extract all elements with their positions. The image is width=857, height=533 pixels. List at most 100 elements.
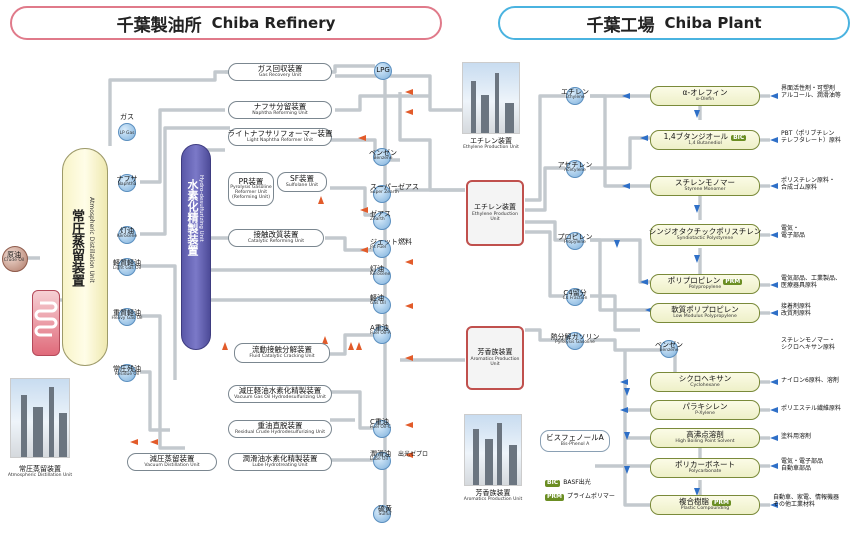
heavy-gas-oil-node: [118, 308, 136, 326]
atmospheric-distillation-tower: 常圧蒸留装置 Atmospheric Distillation Unit: [62, 148, 108, 366]
benzene-plant-node: [660, 340, 678, 358]
fuel-oil-c-node: [373, 420, 391, 438]
plant-header: 千葉工場 Chiba Plant: [498, 6, 850, 40]
lp-gas-node: [118, 123, 136, 141]
refinery-header: 千葉製油所 Chiba Refinery: [10, 6, 442, 40]
light-gas-oil-node: [118, 258, 136, 276]
atmospheric-tower-label-en: Atmospheric Distillation Unit: [88, 197, 95, 283]
refinery-title: 千葉製油所: [116, 15, 202, 36]
lube-oil-node: [373, 452, 391, 470]
super-zearth-node: [373, 185, 391, 203]
hds-tower-label-en: Hydro-desulfurizing Unit: [198, 175, 204, 242]
lpg-label: LPG: [376, 66, 390, 74]
crude-oil-node: [2, 246, 28, 272]
zearth-node: [373, 212, 391, 230]
use-polypropylene: 電気部品、工業製品、 医療器具原料: [781, 275, 842, 289]
kerosene-node: [118, 226, 136, 244]
furnace-icon: [32, 290, 60, 356]
c4-fraction-node: [566, 288, 584, 306]
use-alpha-olefin: 界面活性剤・可塑剤 アルコール、潤滑油等: [781, 85, 841, 99]
use-spsp: 電気・ 電子部品: [781, 225, 806, 239]
plant-title: 千葉工場: [586, 15, 655, 36]
plant-title-en: Chiba Plant: [664, 14, 762, 32]
use-benzene-misc: スチレンモノマー・ シクロヘキサン原料: [781, 337, 836, 351]
use-p-xylene: ポリエステル繊維原料: [781, 405, 842, 412]
use-polycarbonate: 電気・電子部品 自動車部品: [781, 458, 824, 472]
atmospheric-unit-photo: [10, 378, 70, 458]
use-styrene: ポリスチレン原料・ 合成ゴム原料: [781, 177, 836, 191]
ethylene-node: [566, 87, 584, 105]
use-cyclohexane: ナイロン6原料、溶剤: [781, 377, 839, 384]
fuel-oil-a-node: [373, 326, 391, 344]
naphtha-node: [118, 174, 136, 192]
acetylene-node: [566, 160, 584, 178]
atmospheric-tower-label: 常圧蒸留装置: [69, 209, 84, 287]
jet-fuel-node: [373, 240, 391, 258]
prm-badge: PRM: [723, 278, 743, 286]
use-butanediol: PBT（ポリブチレン テレフタレート）原料: [781, 130, 842, 144]
use-solvent: 塗料用溶剤: [781, 433, 812, 440]
aromatics-unit-photo: [464, 414, 522, 486]
hds-tower-label: 水素化精製装置: [186, 179, 199, 256]
kerosene-product-node: [373, 267, 391, 285]
propylene-node: [566, 232, 584, 250]
gas-oil-node: [373, 296, 391, 314]
use-plastic-compounding: 自動車、家電、情報機器 その他工業材料: [773, 494, 840, 508]
lp-gas-label: ガス: [120, 113, 134, 121]
ethylene-unit-photo: [462, 62, 520, 134]
lpg-node: [374, 62, 392, 80]
benzene-node: [373, 148, 391, 166]
pyrolysis-gasoline-node: [566, 332, 584, 350]
prm-badge-2: PRM: [712, 499, 731, 507]
residue-oil-node: [118, 364, 136, 382]
refinery-title-en: Chiba Refinery: [211, 14, 336, 32]
